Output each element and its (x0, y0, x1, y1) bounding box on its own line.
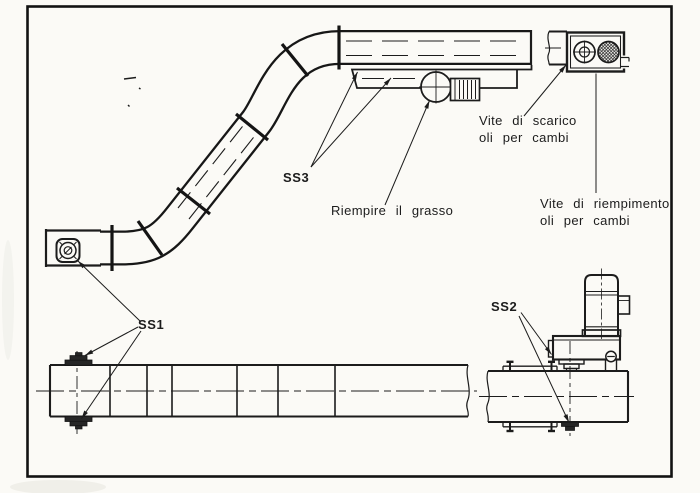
stray-pen-marks (123, 76, 141, 107)
drawing-frame-border (26, 5, 673, 478)
top-cover-plate (502, 365, 558, 371)
cover-studs-bottom (506, 422, 555, 433)
plan-view-drive-section (479, 268, 634, 436)
inlet-end-bearing-side-view (44, 229, 101, 267)
break-line (486, 370, 490, 423)
ss2-leader-gearbox (520, 312, 552, 355)
bottom-cover-plate (502, 422, 558, 428)
ss2-leader-nipple (518, 315, 570, 423)
broken-tube-stub (549, 30, 567, 66)
oil-drain-screw-icon (573, 40, 596, 64)
label-ss2: SS2 (491, 299, 518, 314)
gearbox-oil-screws-detail (545, 30, 630, 73)
electric-motor (581, 268, 631, 339)
s-conveyor-tube-side-view (100, 25, 533, 271)
flange-joints (110, 25, 341, 271)
photo-shadow (10, 480, 106, 493)
oil-fill-screw-icon (597, 40, 620, 64)
grease-nipple-top-icon (64, 352, 93, 366)
grease-nipple-bottom-icon (64, 415, 93, 430)
label-fill-screw-line1: Vite di riempimento (540, 196, 670, 211)
plan-view-left-section (36, 351, 477, 434)
grease-nipple-icon (63, 246, 73, 255)
break-line (547, 31, 551, 65)
label-drain-screw-line1: Vite di scarico (479, 113, 577, 128)
ss3-leader-b (310, 77, 392, 168)
cover-studs-top (506, 360, 555, 371)
screw-housing (565, 31, 626, 73)
bearing-flange (55, 238, 81, 263)
ss3-leader-a (310, 71, 358, 168)
label-grease-note: Riempire il grasso (331, 203, 454, 218)
tube-interior (100, 32, 531, 264)
photo-shadow (2, 240, 14, 360)
label-ss1: SS1 (138, 317, 165, 332)
ss1-leader-top-nipple (84, 326, 139, 356)
leader-lines (77, 64, 597, 423)
terminal-box (617, 295, 631, 315)
grease-nipple-drive-icon (561, 421, 579, 431)
ss1-leader-bearing (77, 260, 141, 322)
ribbed-cartridge-icon (449, 77, 481, 102)
grease-fitting (419, 70, 481, 104)
grease-note-leader (384, 100, 430, 206)
label-ss3: SS3 (283, 170, 310, 185)
label-drain-screw-line2: oli per cambi (479, 130, 569, 145)
ss1-leader-bottom-nipple (81, 330, 142, 419)
housing-notch (620, 56, 630, 68)
label-fill-screw-line2: oli per cambi (540, 213, 630, 228)
drain-screw-leader (523, 64, 567, 117)
break-line (466, 364, 470, 417)
bearing-housing (59, 241, 77, 260)
